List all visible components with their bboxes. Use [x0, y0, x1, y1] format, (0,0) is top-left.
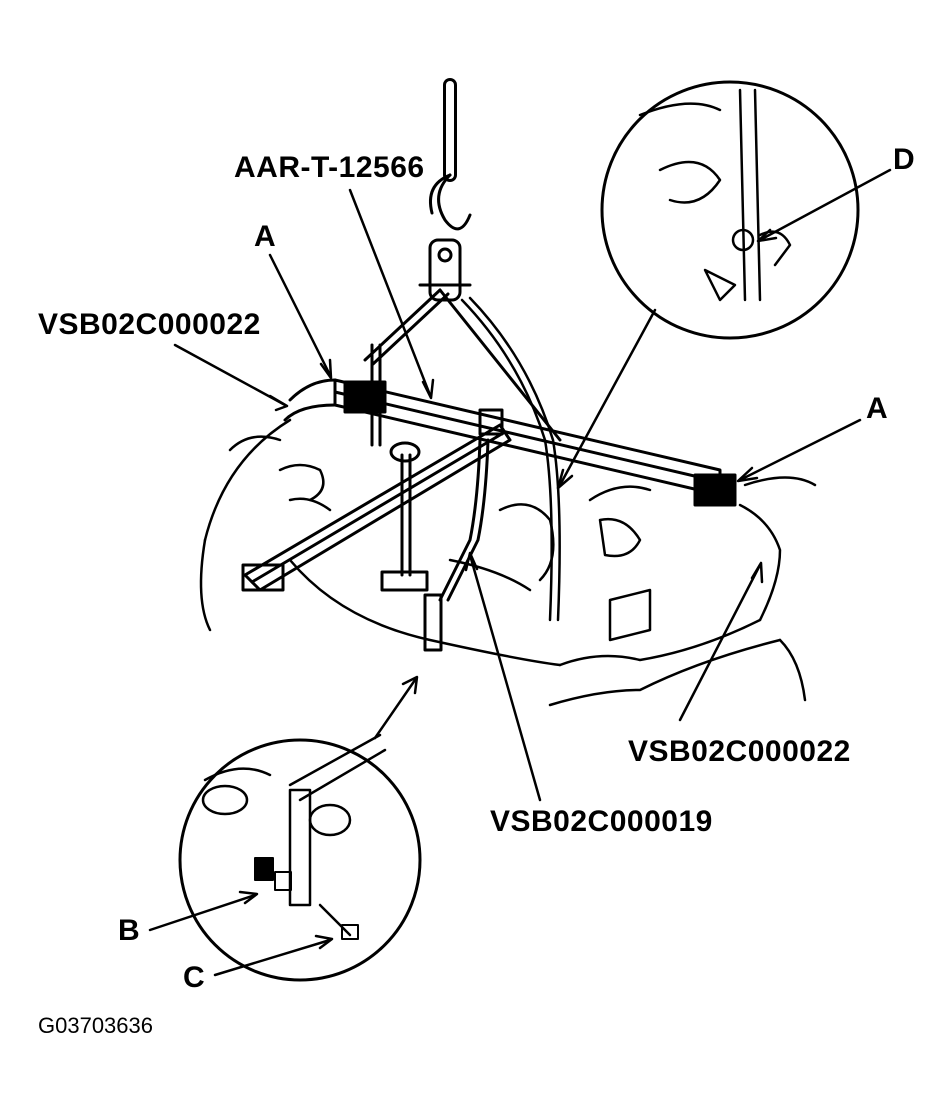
- label-lift-beam: AAR-T-12566: [234, 151, 425, 184]
- lift-hook: [418, 238, 472, 302]
- detail-circle-bc: [178, 733, 422, 982]
- hoist-chain: [429, 78, 472, 231]
- label-part-a-right: A: [866, 392, 888, 425]
- label-adapter-hook: VSB02C000019: [490, 805, 713, 838]
- label-part-b: B: [118, 914, 140, 947]
- figure-id: G03703636: [38, 1013, 153, 1038]
- label-part-d: D: [893, 143, 915, 176]
- label-part-c: C: [183, 961, 205, 994]
- adapter-hook: [423, 438, 490, 652]
- rail-clamps: [343, 380, 737, 507]
- label-support-bar-right: VSB02C000022: [628, 735, 851, 768]
- label-support-bar-top: VSB02C000022: [38, 308, 261, 341]
- label-part-a-left: A: [254, 220, 276, 253]
- leader-arrows: [148, 168, 892, 977]
- detail-circle-d: [600, 80, 860, 340]
- engine-bay-outline: [199, 418, 817, 707]
- lift-beam: [241, 423, 512, 592]
